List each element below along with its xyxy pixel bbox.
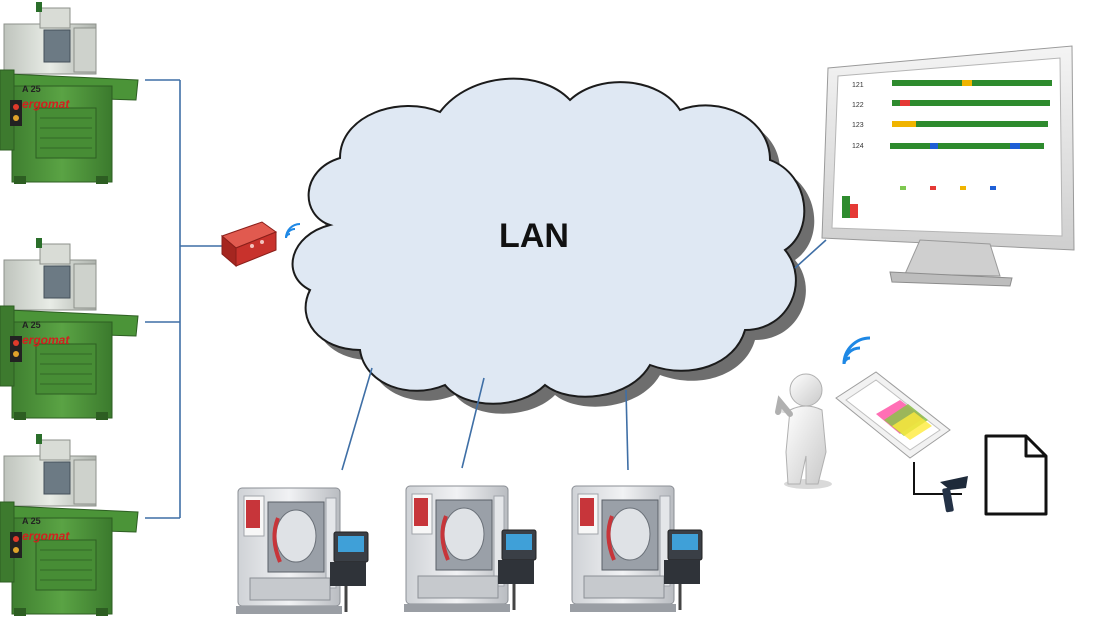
barcode-scanner-icon bbox=[940, 476, 968, 513]
machine-model-label: A 25 bbox=[22, 516, 41, 526]
lathe-machine-1: A 25 ergomat bbox=[0, 1, 139, 185]
monitor-status-rows: 121 122 123 124 bbox=[842, 80, 1052, 218]
machine-brand-label: ergomat bbox=[22, 333, 70, 347]
monitor-row-label: 124 bbox=[852, 143, 864, 150]
cnc-machine-3 bbox=[568, 484, 704, 614]
machine-brand-label: ergomat bbox=[22, 97, 70, 111]
machine-model-label: A 25 bbox=[22, 320, 41, 330]
lan-label: LAN bbox=[499, 217, 569, 255]
document-icon bbox=[984, 434, 1048, 516]
machine-brand-label: ergomat bbox=[22, 529, 70, 543]
person-figure bbox=[775, 373, 832, 489]
wifi-icon bbox=[842, 336, 871, 365]
cnc-machine-2 bbox=[402, 484, 538, 614]
wifi-icon bbox=[285, 223, 301, 239]
monitor-row-label: 121 bbox=[852, 82, 864, 89]
lathe-machine-3: A 25 ergomat bbox=[0, 433, 139, 617]
gateway-device bbox=[221, 221, 278, 268]
lathe-machine-2: A 25 ergomat bbox=[0, 237, 139, 421]
monitor-row-label: 122 bbox=[852, 102, 864, 109]
cnc-link-lines bbox=[341, 239, 827, 471]
lathe-link-lines bbox=[145, 79, 228, 519]
monitor-row-label: 123 bbox=[852, 122, 864, 129]
lan-cloud bbox=[291, 77, 806, 405]
monitoring-display: 121 122 123 124 bbox=[821, 45, 1075, 287]
tablet-report bbox=[835, 371, 951, 459]
machine-model-label: A 25 bbox=[22, 84, 41, 94]
cnc-machine-1 bbox=[234, 486, 370, 616]
